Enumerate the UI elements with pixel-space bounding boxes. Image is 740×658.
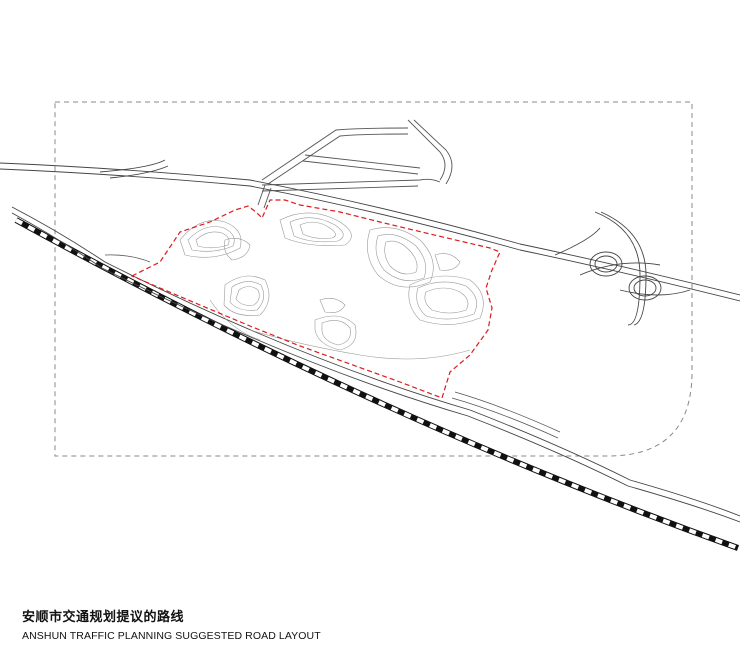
site-boundary (130, 199, 501, 399)
caption-title-cn: 安顺市交通规划提议的路线 (22, 610, 185, 625)
terrain-contours (179, 212, 484, 360)
railway (14, 217, 740, 551)
northern-roads (257, 119, 453, 209)
map-caption: 安顺市交通规划提议的路线 ANSHUN TRAFFIC PLANNING SUG… (22, 610, 321, 643)
highway-interchange (554, 211, 691, 326)
southern-road (11, 206, 740, 523)
inner-south-road (104, 254, 561, 439)
study-area-boundary (54, 101, 693, 457)
caption-title-en: ANSHUN TRAFFIC PLANNING SUGGESTED ROAD L… (22, 630, 321, 642)
main-highway (0, 159, 740, 302)
